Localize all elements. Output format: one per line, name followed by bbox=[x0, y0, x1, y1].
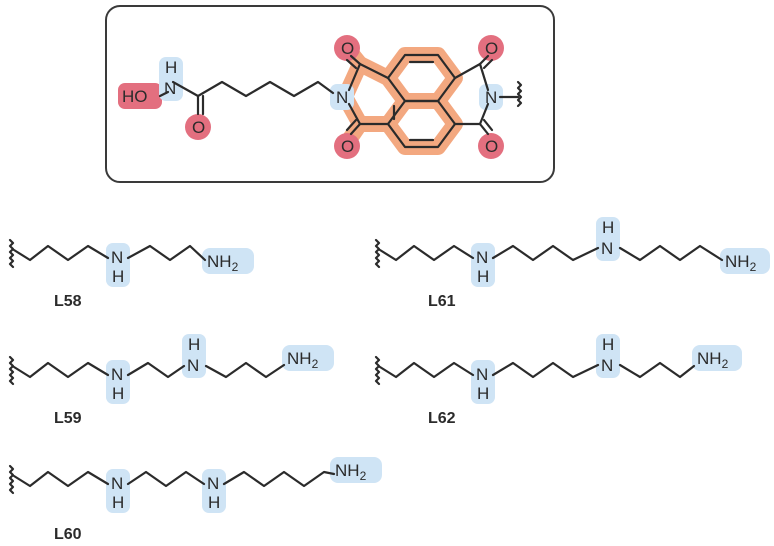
o-top-right-highlight bbox=[478, 35, 504, 61]
chain-bonds-3 bbox=[222, 470, 336, 488]
ligand-l59: N H H N NH2 L59 bbox=[8, 334, 334, 427]
amine-highlight bbox=[471, 360, 495, 404]
terminal-amine: NH2 bbox=[725, 252, 757, 274]
amine-h: H bbox=[477, 267, 489, 286]
terminal-amine-highlight bbox=[720, 248, 770, 274]
amine-highlight-2 bbox=[182, 334, 206, 378]
amine-h-2: H bbox=[602, 218, 614, 237]
amine-h: H bbox=[112, 267, 124, 286]
amine-n-2: N bbox=[601, 239, 613, 258]
chain-bonds-2 bbox=[126, 470, 206, 488]
amine-n: N bbox=[476, 248, 488, 267]
amine-n: N bbox=[476, 365, 488, 384]
terminal-amine: NH2 bbox=[207, 252, 239, 274]
terminal-amine-highlight bbox=[282, 345, 334, 371]
ligand-l60: N H N H NH2 L60 bbox=[8, 457, 382, 543]
imide-n-right-label: N bbox=[485, 88, 497, 107]
terminal-amine: NH2 bbox=[287, 349, 319, 371]
amide-o-label: O bbox=[192, 118, 205, 137]
amine-highlight bbox=[106, 243, 130, 287]
chain-bonds-2 bbox=[491, 361, 600, 379]
amine-n: N bbox=[111, 474, 123, 493]
amine-highlight bbox=[106, 469, 130, 513]
ligand-label: L60 bbox=[54, 526, 82, 543]
chain-bonds bbox=[378, 244, 475, 262]
chain-bonds-2 bbox=[491, 244, 600, 262]
o-bottom-left-label: O bbox=[341, 137, 354, 156]
terminal-amine: NH2 bbox=[697, 349, 729, 371]
terminal-amine-highlight bbox=[692, 345, 742, 371]
ligand-l61: N H H N NH2 L61 bbox=[374, 217, 770, 310]
wavy-attachment bbox=[8, 355, 15, 386]
ligand-label: L62 bbox=[428, 410, 456, 427]
chain-bonds-3 bbox=[618, 244, 724, 262]
amine-h: H bbox=[112, 384, 124, 403]
imide-n-left-highlight bbox=[330, 84, 354, 110]
chain-bonds-2 bbox=[126, 361, 186, 379]
chain-bonds bbox=[378, 361, 475, 379]
amine-highlight bbox=[106, 360, 130, 404]
chain-bonds bbox=[12, 470, 110, 488]
ligand-label: L58 bbox=[54, 293, 82, 310]
terminal-amine: NH2 bbox=[335, 461, 367, 483]
nh-n-label: N bbox=[164, 79, 176, 98]
wavy-attachment bbox=[374, 238, 381, 269]
amine-highlight-2 bbox=[202, 469, 226, 513]
o-bottom-left-highlight bbox=[334, 133, 360, 159]
ligand-label: L59 bbox=[54, 410, 82, 427]
chain-bonds-3 bbox=[204, 361, 286, 379]
ligand-l58: N H NH2 L58 bbox=[8, 238, 254, 310]
chain-bonds-3 bbox=[618, 361, 696, 379]
amine-highlight-2 bbox=[596, 217, 620, 261]
ligand-l62: N H H N NH2 L62 bbox=[374, 334, 742, 427]
hydroxamate-nh-highlight bbox=[159, 57, 183, 101]
o-bottom-right-label: O bbox=[485, 137, 498, 156]
o-top-left-highlight bbox=[334, 35, 360, 61]
wavy-attachment bbox=[8, 238, 15, 269]
amide-o-highlight bbox=[185, 114, 211, 140]
ligand-label: L61 bbox=[428, 293, 456, 310]
terminal-amine-highlight bbox=[202, 248, 254, 274]
hydroxamate-ho-highlight bbox=[118, 83, 162, 109]
o-top-left-label: O bbox=[341, 39, 354, 58]
amine-h-2: H bbox=[208, 493, 220, 512]
imide-n-left-label: N bbox=[336, 88, 348, 107]
terminal-amine-highlight bbox=[330, 457, 382, 483]
wavy-attachment bbox=[8, 464, 15, 495]
attachment-wavy-line bbox=[516, 80, 523, 108]
amine-h: H bbox=[112, 493, 124, 512]
chain-bonds-2 bbox=[126, 244, 207, 262]
amine-h-2: H bbox=[188, 335, 200, 354]
chain-bonds bbox=[12, 361, 110, 379]
o-top-right-label: O bbox=[485, 39, 498, 58]
amine-h-2: H bbox=[602, 335, 614, 354]
amine-highlight bbox=[471, 243, 495, 287]
amine-h: H bbox=[477, 384, 489, 403]
amine-n: N bbox=[111, 365, 123, 384]
imide-n-right-highlight bbox=[479, 84, 503, 110]
amine-n: N bbox=[111, 248, 123, 267]
wavy-attachment bbox=[374, 355, 381, 386]
o-bottom-right-highlight bbox=[478, 133, 504, 159]
amine-n-2: N bbox=[187, 356, 199, 375]
nh-h-label: H bbox=[165, 58, 177, 77]
scaffold-bonds bbox=[158, 53, 520, 149]
ho-label: HO bbox=[122, 87, 148, 106]
amine-n-2: N bbox=[601, 356, 613, 375]
amine-highlight-2 bbox=[596, 334, 620, 378]
chain-bonds bbox=[12, 244, 110, 262]
amine-n-2: N bbox=[207, 474, 219, 493]
